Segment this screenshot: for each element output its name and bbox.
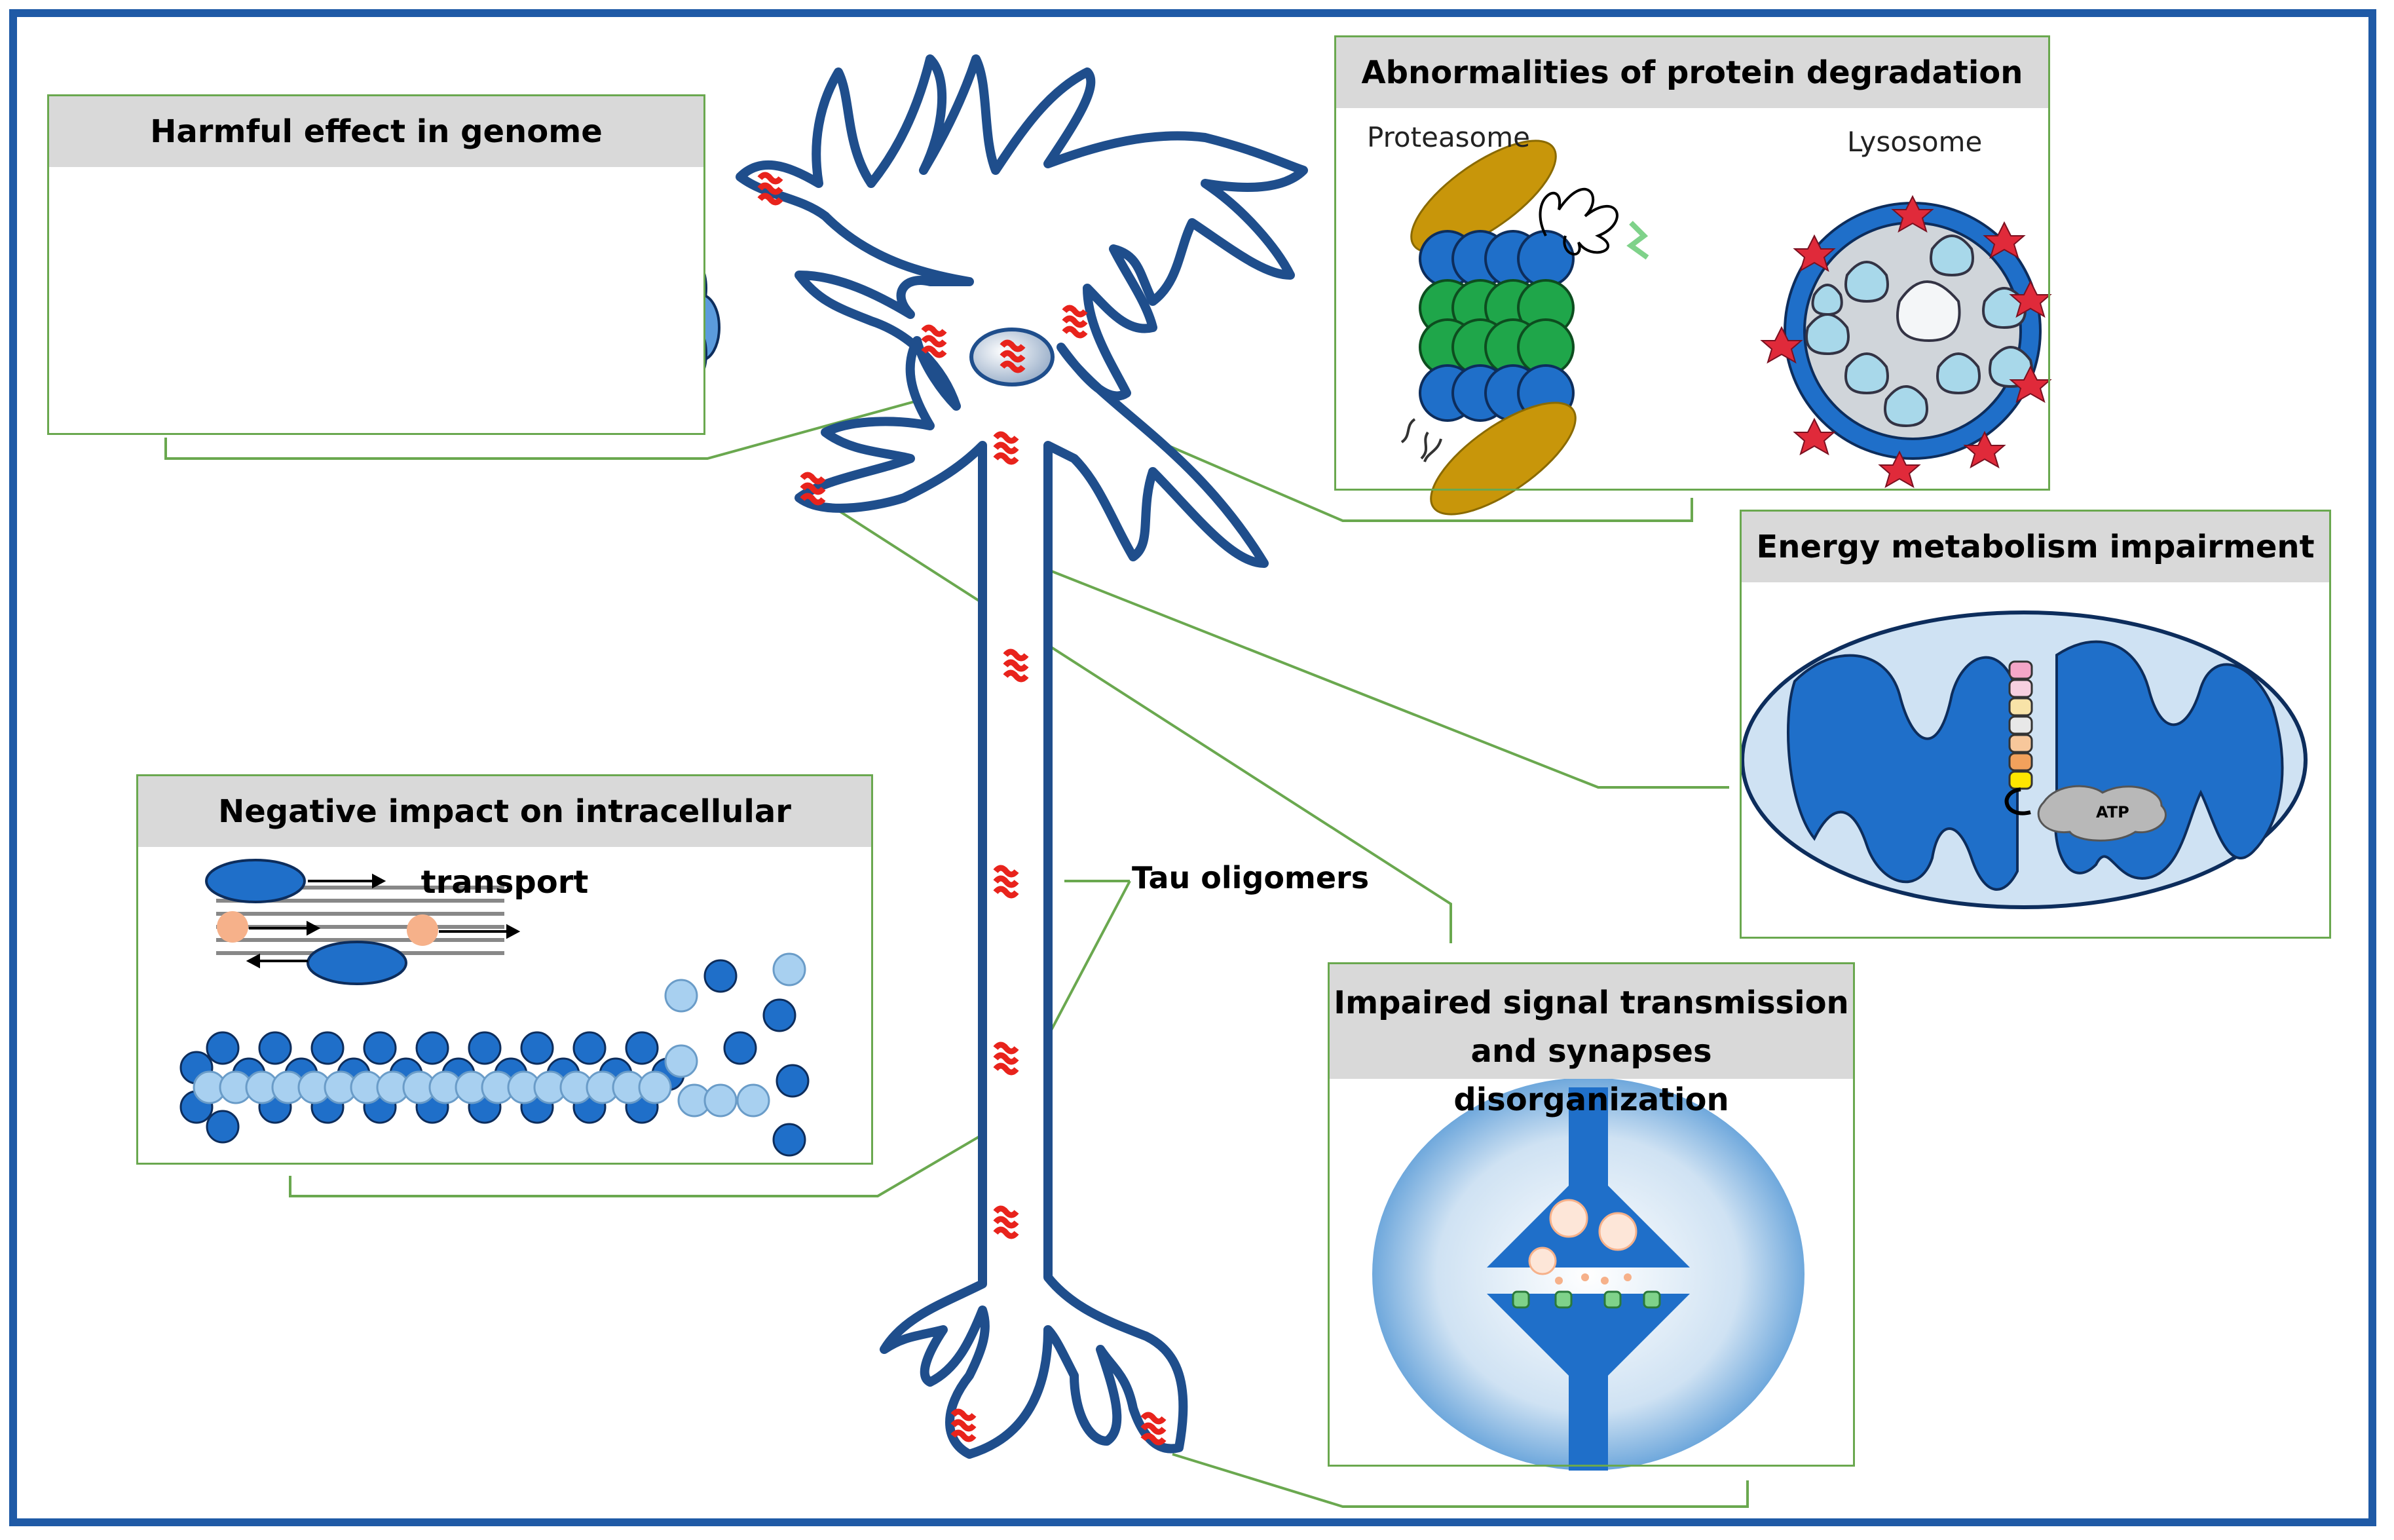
panel-protein-degradation: Abnormalities of protein degradation Pro… [1334,35,2050,491]
panel-signal-transmission: Impaired signal transmission and synapse… [1328,962,1855,1467]
atp-label: ATP [2096,803,2129,821]
neuron-cell [736,54,1308,1459]
proteasome-illustration [1400,140,1649,516]
tau-oligomers-label: Tau oligomers [1132,860,1370,895]
panel-energy-title: Energy metabolism impairment [1742,512,2329,582]
proteasome-label: Proteasome [1367,121,1531,153]
panel-signal-title-line2: and synapses disorganization [1453,1033,1729,1118]
panel-energy-metabolism: Energy metabolism impairment [1740,510,2331,939]
panel-genome: Harmful effect in genome [47,94,705,435]
panel-signal-title: Impaired signal transmission and synapse… [1330,964,1853,1118]
atp-cloud [2037,785,2167,842]
outer-frame [9,9,2376,1526]
lysosome-label: Lysosome [1847,126,1983,158]
panel-transport-title: Negative impact on intracellular transpo… [138,776,871,901]
panel-degradation-title: Abnormalities of protein degradation [1336,37,2048,108]
panel-signal-title-line1: Impaired signal transmission [1334,985,1849,1021]
transport-illustration [179,859,810,1157]
synapse-illustration [1372,1078,1805,1471]
panel-genome-title: Harmful effect in genome [49,96,703,167]
lysosome-illustration [1760,195,2052,489]
panel-intracellular-transport: Negative impact on intracellular transpo… [136,774,873,1165]
mitochondrion-illustration: ATP [1740,610,2308,909]
